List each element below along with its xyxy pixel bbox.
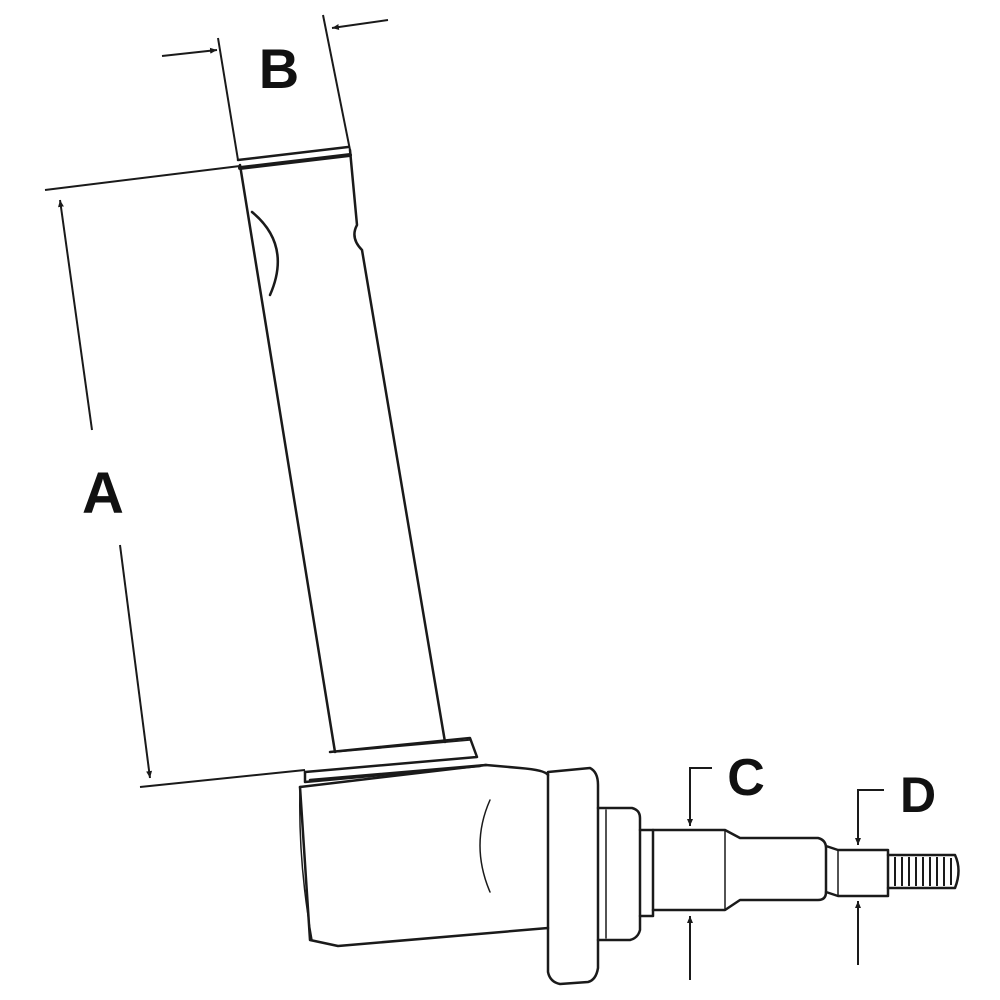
dimension-c [687,767,712,980]
dimension-a-arrow-top [57,199,93,431]
spindle-shaft [236,145,447,754]
dimension-c-label: C [727,749,765,807]
dimension-b-extension-left [217,37,239,161]
dimension-d-label: D [900,767,936,823]
dimension-b-arrow-right [331,19,389,30]
dimension-a-extension-top [44,165,241,191]
dimension-d [855,789,884,965]
dimension-b [161,14,389,161]
dimension-a-label: A [82,461,124,526]
knuckle-body [298,763,550,948]
dimension-c-arrow-top [687,767,712,826]
flange-plate [546,766,600,986]
axle-shaft [596,806,960,942]
dimension-a-arrow-bottom [119,544,153,779]
dimension-d-arrow-top [855,789,884,845]
dimension-a-extension-bottom [139,769,306,788]
dimension-b-arrow-left [161,47,218,57]
threaded-end-hatching [894,857,952,886]
dimension-a [44,165,306,788]
dimension-b-label: B [259,37,299,100]
spindle-collar [303,736,488,784]
dimension-b-extension-right [322,14,351,151]
